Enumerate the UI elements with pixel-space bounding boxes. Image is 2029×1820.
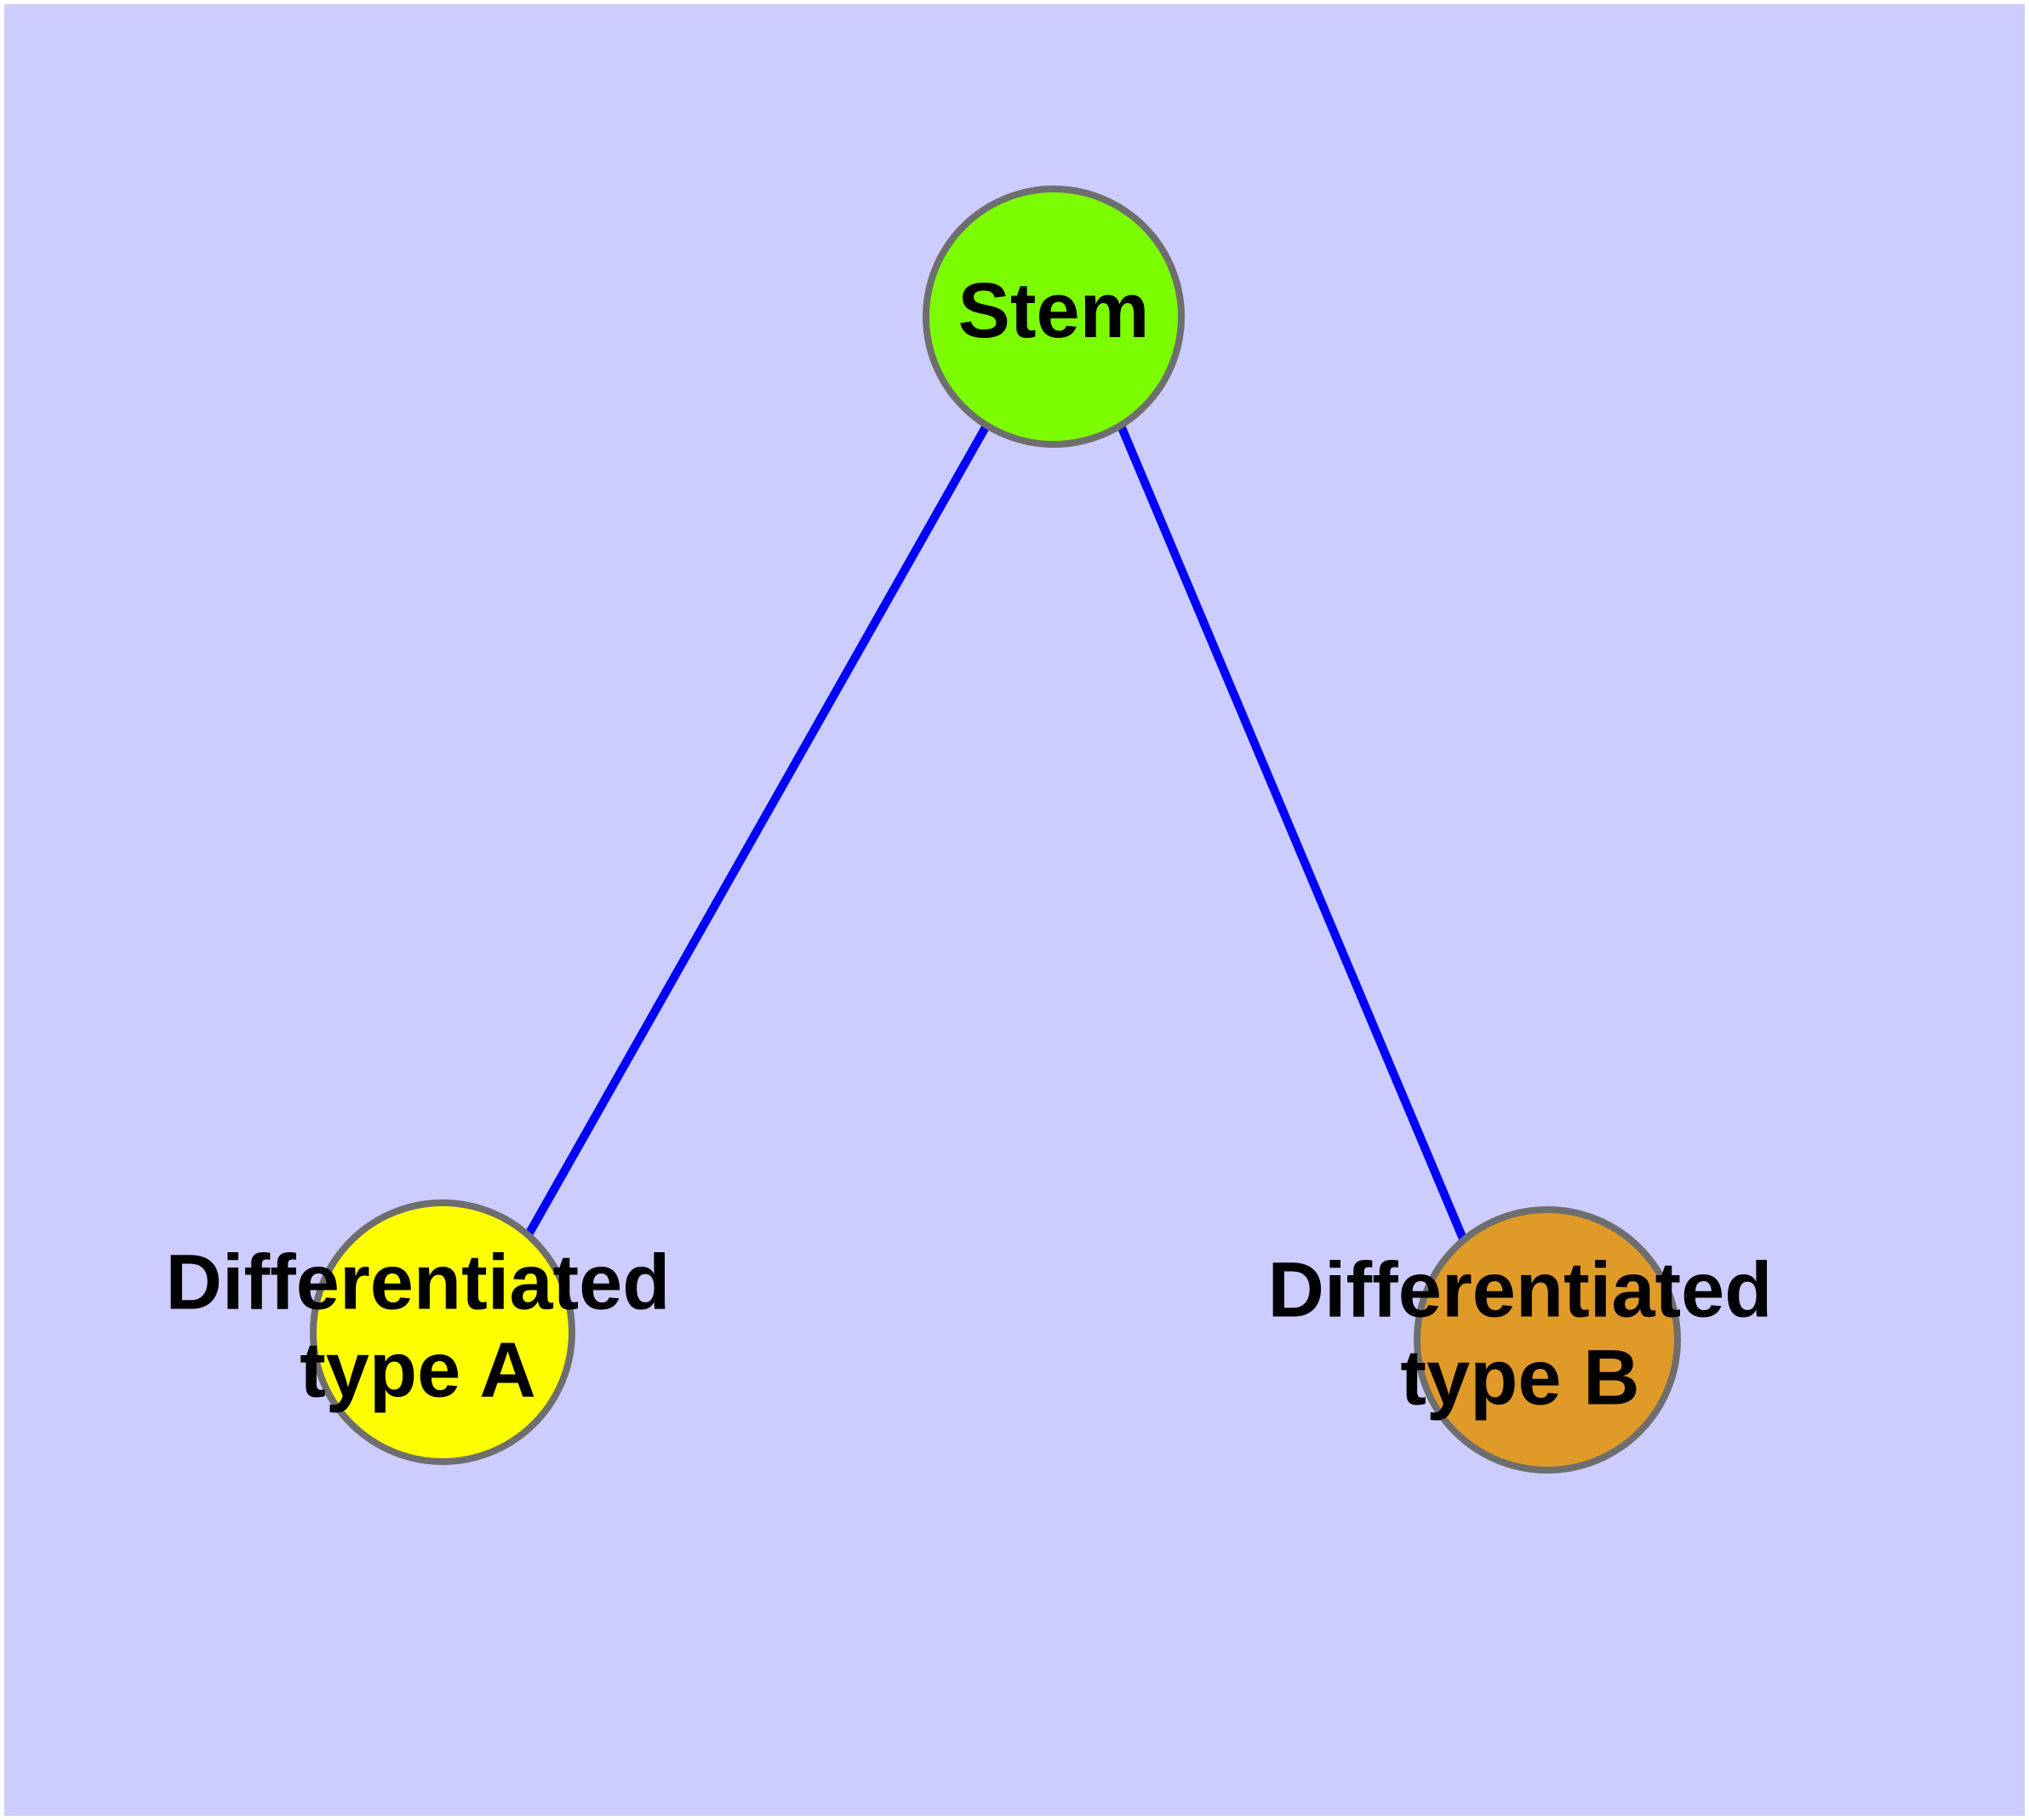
node-label-line: type A: [300, 1327, 536, 1414]
node-label-line: Differentiated: [166, 1239, 671, 1326]
edges-layer: [523, 423, 1469, 1245]
node-diff_a[interactable]: [310, 1199, 575, 1465]
edge-stem-diff-a: [523, 423, 991, 1239]
node-label-line: Differentiated: [1268, 1247, 1773, 1334]
node-label-line: type B: [1400, 1335, 1639, 1422]
edge-stem-diff-b: [1117, 424, 1469, 1245]
nodes-layer: [310, 186, 1681, 1474]
node-stem[interactable]: [923, 186, 1185, 448]
node-label-line: Stem: [958, 267, 1150, 354]
node-label-stem: Stem: [958, 267, 1150, 354]
node-diff_b[interactable]: [1414, 1206, 1681, 1474]
